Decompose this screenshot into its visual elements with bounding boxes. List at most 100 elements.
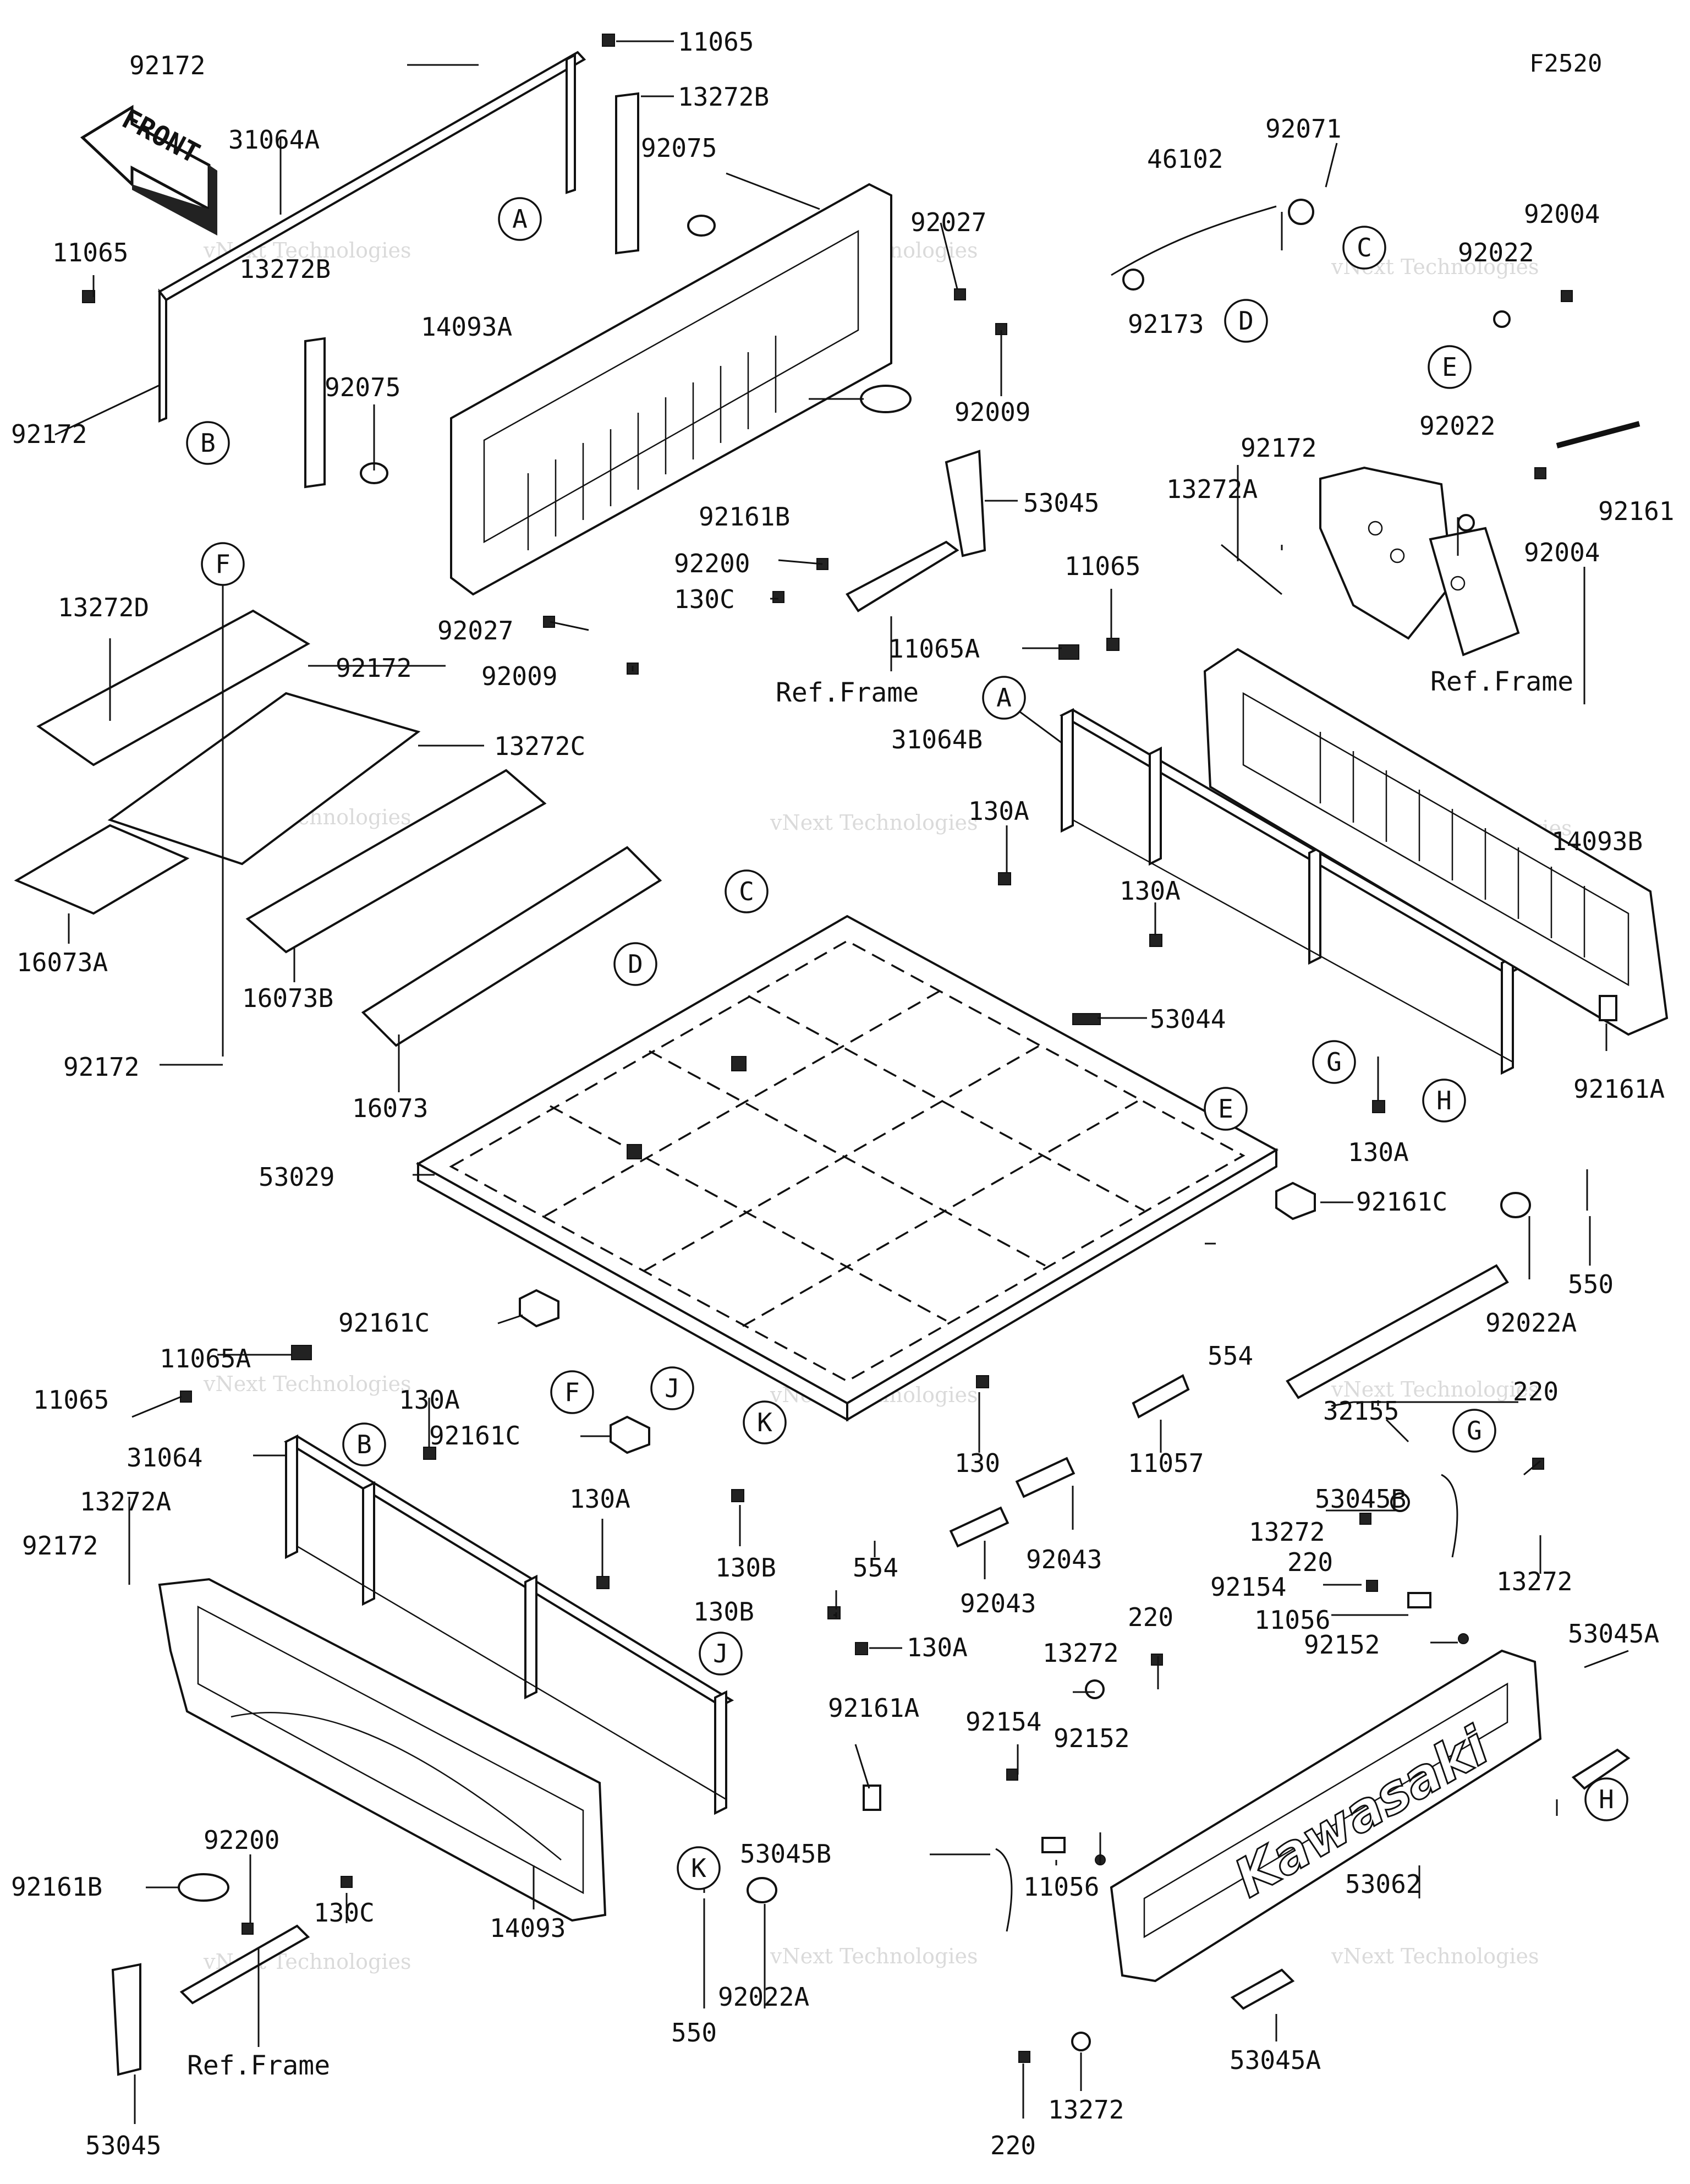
label-13272B: 13272B: [239, 254, 331, 284]
label-13272B: 13272B: [678, 82, 769, 112]
part-labels: 92172 11065 13272B 31064A 92075 11065 13…: [11, 27, 1674, 2160]
label-16073B: 16073B: [242, 983, 333, 1013]
label-92172: 92172: [336, 653, 411, 683]
label-31064A: 31064A: [228, 125, 320, 155]
leader-lines: [54, 40, 1629, 2124]
part-130A-bolt: [1372, 1100, 1385, 1113]
part-130A-bolt: [855, 1642, 868, 1655]
marker-C: C: [739, 877, 754, 906]
label-92173: 92173: [1128, 309, 1204, 339]
marker-F: F: [564, 1377, 580, 1407]
part-53045A-handle: [1571, 1748, 1631, 1790]
marker-E: E: [1218, 1094, 1233, 1124]
label-92022A: 92022A: [718, 1982, 809, 2012]
label-13272: 13272: [1048, 2095, 1124, 2125]
label-13272: 13272: [1042, 1638, 1118, 1668]
part-13272B-bracket: [304, 92, 639, 489]
label-11065: 11065: [52, 238, 128, 267]
label-92022: 92022: [1419, 411, 1495, 441]
label-554: 554: [853, 1553, 898, 1583]
part-14093A-panel: [450, 183, 892, 596]
watermark: vNext Technologies: [1331, 1944, 1539, 1968]
label-92027: 92027: [910, 207, 986, 237]
label-130C: 130C: [314, 1898, 375, 1928]
part-16073B-mat: [245, 769, 547, 954]
label-92161B: 92161B: [699, 502, 790, 532]
label-13272A: 13272A: [1166, 474, 1258, 504]
part-31064B-rail: [1058, 638, 1521, 1075]
watermark: vNext Technologies: [203, 1372, 411, 1396]
label-53029: 53029: [259, 1162, 334, 1192]
label-92154: 92154: [965, 1707, 1041, 1737]
frame-ref-top-right: [1319, 466, 1520, 656]
marker-H: H: [1436, 1086, 1452, 1115]
label-92154: 92154: [1210, 1572, 1286, 1602]
label-92172: 92172: [1241, 433, 1316, 463]
part-53045-latch: [772, 385, 986, 612]
label-13272: 13272: [1249, 1517, 1325, 1547]
label-554: 554: [1208, 1341, 1253, 1371]
label-92172: 92172: [22, 1531, 98, 1561]
label-92043: 92043: [1026, 1545, 1102, 1574]
label-130A: 130A: [569, 1484, 630, 1514]
label-11065: 11065: [1065, 551, 1140, 581]
label-92172: 92172: [63, 1052, 139, 1082]
part-92027-washer: [954, 288, 966, 300]
part-14093B-panel: [1203, 648, 1669, 1036]
marker-D: D: [628, 949, 643, 979]
part-53045A-handle: [1230, 1968, 1295, 2010]
label-53045: 53045: [1023, 488, 1099, 518]
label-92004: 92004: [1524, 538, 1600, 567]
watermark: vNext Technologies: [1331, 1377, 1539, 1402]
label-92022: 92022: [1458, 238, 1534, 267]
label-13272A: 13272A: [80, 1487, 171, 1517]
label-92161B: 92161B: [11, 1872, 102, 1902]
part-31064A-rail: [82, 34, 615, 423]
part-130A-bolt: [1149, 934, 1162, 947]
marker-D: D: [1238, 306, 1254, 336]
part-92043-pin: [949, 1457, 1076, 1548]
part-92161C-pad: [610, 1415, 650, 1454]
front-arrow-icon: FRONT: [80, 103, 217, 236]
label-92172: 92172: [11, 419, 87, 449]
marker-A: A: [512, 204, 528, 234]
label-220: 220: [1128, 1602, 1173, 1632]
label-16073A: 16073A: [17, 948, 108, 977]
part-11057-bracket: [1132, 1374, 1190, 1419]
label-92043: 92043: [960, 1589, 1036, 1618]
label-92075: 92075: [641, 133, 717, 163]
marker-E: E: [1442, 352, 1457, 382]
part-16073A-mat: [14, 824, 190, 915]
label-11065: 11065: [33, 1385, 109, 1415]
label-ref-frame: Ref.Frame: [1430, 666, 1573, 697]
label-14093B: 14093B: [1551, 826, 1643, 856]
label-550: 550: [671, 2018, 717, 2048]
label-53044: 53044: [1150, 1004, 1226, 1034]
part-14093-panel: [158, 1578, 607, 1922]
label-92009: 92009: [481, 661, 557, 691]
label-92075: 92075: [325, 373, 400, 402]
part-53044-bumper: [1072, 1013, 1101, 1025]
marker-F: F: [215, 549, 231, 579]
label-92200: 92200: [204, 1825, 279, 1855]
marker-A: A: [996, 683, 1012, 713]
part-53045B-strap: [995, 1458, 1544, 2063]
part-130B-bolt: [827, 1606, 841, 1619]
label-13272C: 13272C: [494, 731, 585, 761]
label-92161C: 92161C: [338, 1308, 430, 1338]
part-53062-tailgate: Kawasaki: [1110, 1649, 1542, 1983]
label-130B: 130B: [715, 1553, 776, 1583]
label-11065A: 11065A: [888, 634, 980, 664]
label-92161A: 92161A: [828, 1693, 919, 1723]
label-53045B: 53045B: [740, 1839, 831, 1869]
part-92161A-cap: [1599, 995, 1617, 1021]
label-ref-frame: Ref.Frame: [187, 2050, 330, 2081]
label-130B: 130B: [693, 1597, 754, 1627]
label-130A: 130A: [907, 1633, 968, 1662]
label-130A: 130A: [968, 796, 1029, 826]
label-13272D: 13272D: [58, 593, 149, 622]
label-92172: 92172: [129, 51, 205, 80]
label-130A: 130A: [1348, 1137, 1409, 1167]
label-92004: 92004: [1524, 199, 1600, 229]
label-130A: 130A: [1120, 876, 1181, 906]
